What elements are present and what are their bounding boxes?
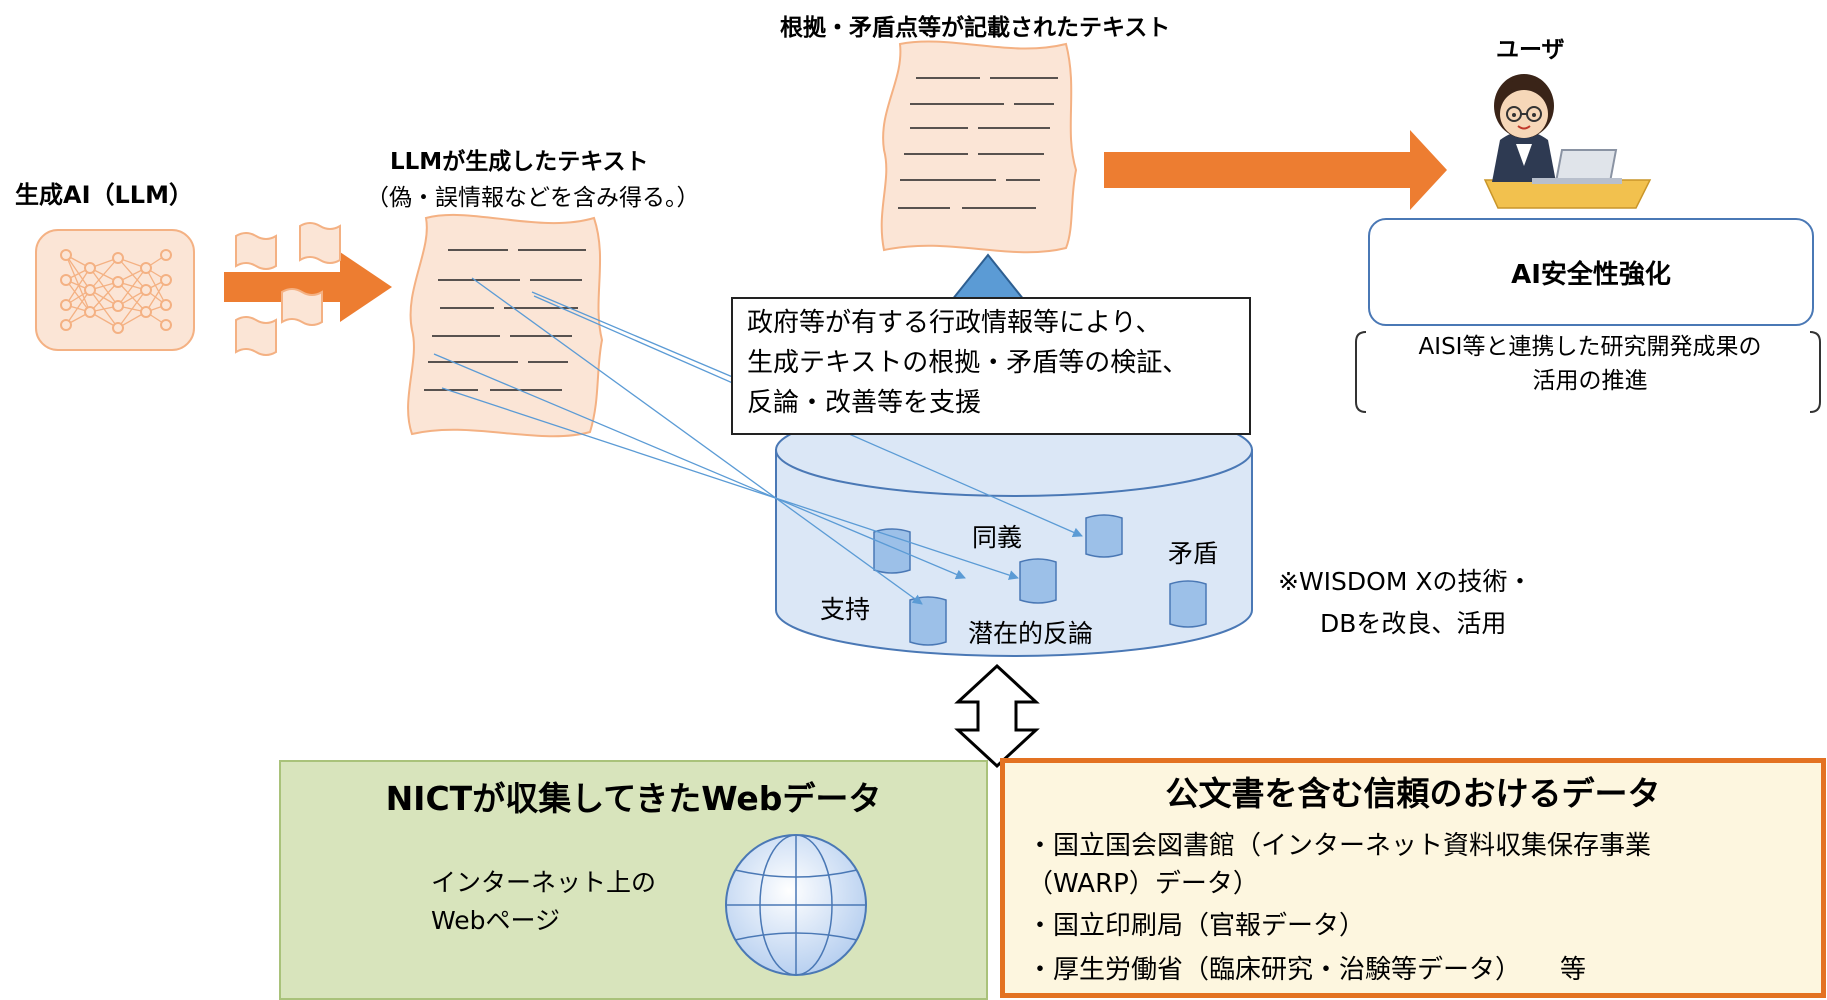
web-panel-text-line1: インターネット上の (431, 868, 657, 897)
globe-icon (725, 834, 867, 976)
output-to-user-arrow (1104, 130, 1447, 210)
trust-item-warp: （WARP）データ） (1027, 869, 1259, 899)
ai-note-bracket-left (1355, 331, 1367, 413)
llm-text-title: LLMが生成したテキスト (390, 149, 649, 175)
verification-line3: 反論・改善等を支援 (747, 388, 982, 418)
wisdom-note-line1: ※WISDOM Xの技術・ (1278, 567, 1533, 596)
wisdom-note-line2: DBを改良、活用 (1320, 609, 1507, 638)
db-label-contradiction: 矛盾 (1168, 539, 1219, 568)
user-label: ユーザ (1496, 37, 1565, 63)
trust-item-mhlw: ・厚生労働省（臨床研究・治験等データ） 等 (1027, 955, 1587, 985)
trust-panel-title: 公文書を含む信頼のおけるデータ (1165, 774, 1661, 813)
ai-safety-note-line2: 活用の推進 (1532, 368, 1648, 394)
trust-item-printing-bureau: ・国立印刷局（官報データ） (1027, 911, 1366, 941)
llm-network-icon (35, 229, 195, 351)
web-panel-title: NICTが収集してきたWebデータ (385, 779, 882, 818)
trust-item-ndl: ・国立国会図書館（インターネット資料収集保存事業 (1027, 831, 1652, 861)
verification-box: 政府等が有する行政情報等により、 生成テキストの根拠・矛盾等の検証、 反論・改善… (731, 297, 1251, 435)
db-label-latent-rebuttal: 潜在的反論 (968, 619, 1094, 648)
llm-text-document (407, 213, 604, 438)
web-panel-text-line2: Webページ (431, 906, 561, 935)
db-label-support: 支持 (820, 595, 871, 624)
web-data-panel: NICTが収集してきたWebデータ インターネット上の Webページ (279, 760, 988, 1000)
evidence-text-document (880, 40, 1078, 254)
generation-arrow (224, 222, 392, 356)
ai-safety-note: AISI等と連携した研究開発成果の 活用の推進 (1358, 330, 1822, 412)
ai-safety-label: AI安全性強化 (1511, 259, 1671, 290)
web-panel-text: インターネット上の Webページ (431, 864, 656, 940)
llm-text-subtitle: （偽・誤情報などを含み得る。） (366, 185, 700, 211)
verification-line2: 生成テキストの根拠・矛盾等の検証、 (747, 348, 1189, 378)
db-label-synonym: 同義 (972, 523, 1023, 552)
trusted-data-panel: 公文書を含む信頼のおけるデータ ・国立国会図書館（インターネット資料収集保存事業… (1000, 758, 1826, 998)
verification-line1: 政府等が有する行政情報等により、 (747, 308, 1162, 338)
evidence-text-title: 根拠・矛盾点等が記載されたテキスト (780, 15, 1171, 41)
ai-safety-box: AI安全性強化 (1368, 218, 1814, 326)
data-exchange-arrow (954, 663, 1040, 769)
llm-label: 生成AI（LLM） (15, 181, 193, 209)
user-illustration (1483, 74, 1652, 209)
ai-note-bracket-right (1809, 331, 1821, 413)
ai-safety-note-line1: AISI等と連携した研究開発成果の (1418, 334, 1762, 360)
